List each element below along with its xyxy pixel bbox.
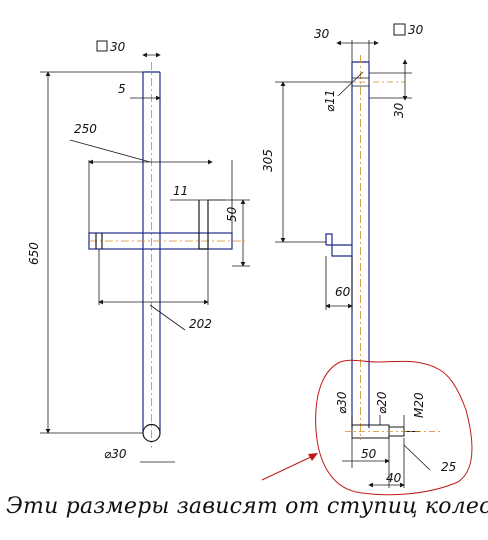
right-height-label: 305 bbox=[261, 149, 275, 172]
left-height-label: 650 bbox=[27, 242, 41, 265]
left-offset-label: 5 bbox=[118, 82, 126, 96]
right-top-width-label: 30 bbox=[314, 27, 330, 41]
left-bracket-height-label: 50 bbox=[225, 206, 239, 222]
drawing-caption: Эти размеры зависят от ступиц колес bbox=[6, 494, 488, 519]
left-view: 30 5 650 250 11 50 202 ⌀30 bbox=[27, 40, 250, 463]
highlight-arrow bbox=[261, 453, 318, 481]
right-shoulder-label: 50 bbox=[361, 447, 377, 461]
left-width-top-label: 250 bbox=[74, 122, 97, 136]
right-axle bbox=[345, 424, 440, 439]
right-pin-length-label: 40 bbox=[386, 471, 402, 485]
right-pin-diameter-label: ⌀20 bbox=[375, 391, 389, 414]
dim-305 bbox=[275, 81, 352, 243]
dim-bottom bbox=[342, 415, 431, 488]
right-axle-diameter-label: ⌀30 bbox=[335, 391, 349, 414]
left-bracket bbox=[88, 200, 245, 250]
left-square-label: 30 bbox=[110, 40, 126, 54]
square-symbol-left bbox=[96, 40, 108, 52]
dim-50 bbox=[208, 199, 250, 267]
dim-top bbox=[336, 40, 412, 101]
right-bracket-length-label: 60 bbox=[335, 285, 351, 299]
right-bracket bbox=[325, 233, 352, 257]
left-width-bottom-label: 202 bbox=[189, 317, 212, 331]
dim-650 bbox=[40, 71, 143, 434]
left-round-diameter-label: ⌀30 bbox=[104, 447, 127, 461]
right-square-label: 30 bbox=[408, 23, 424, 37]
right-view: 30 30 ⌀11 30 305 60 ⌀30 ⌀20 M20 50 25 40 bbox=[261, 23, 456, 488]
dim-202 bbox=[98, 249, 209, 331]
right-thread-length-label: 25 bbox=[441, 460, 456, 474]
right-tube bbox=[351, 55, 370, 440]
right-hole-offset-label: 30 bbox=[392, 102, 406, 118]
dim-250 bbox=[69, 139, 233, 233]
highlight-outline bbox=[315, 359, 473, 496]
dim-60 bbox=[325, 256, 353, 310]
right-thread-label: M20 bbox=[412, 392, 426, 418]
left-tube bbox=[142, 62, 161, 448]
square-symbol-right bbox=[393, 23, 406, 36]
right-hole-diameter-label: ⌀11 bbox=[323, 90, 337, 113]
left-slot-label: 11 bbox=[173, 184, 188, 198]
